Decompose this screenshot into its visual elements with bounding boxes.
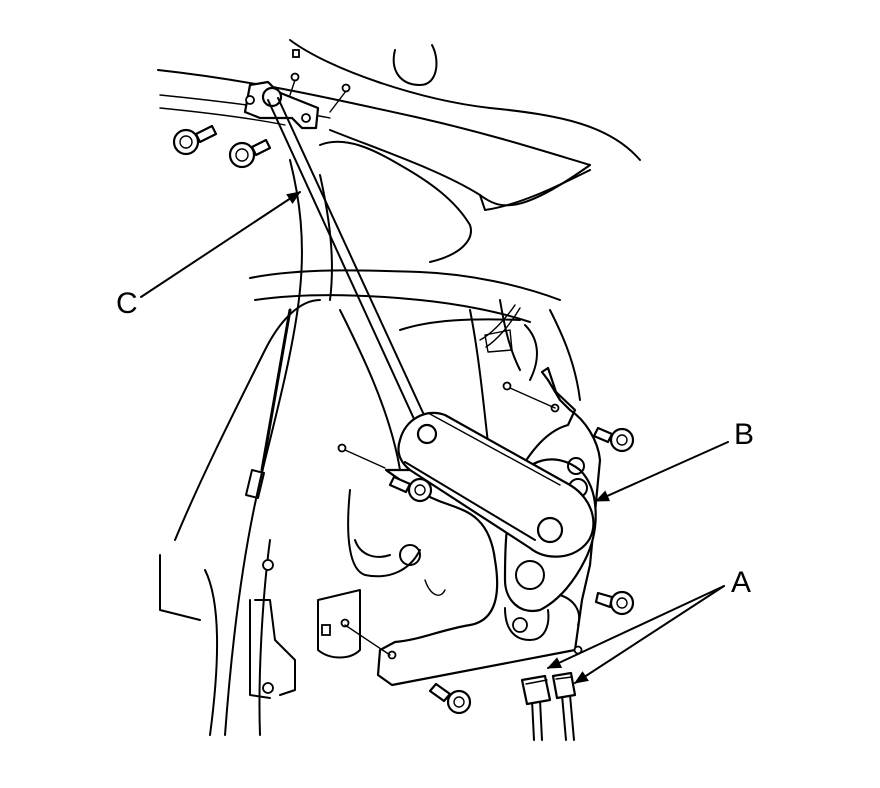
bolt-icon bbox=[172, 124, 218, 156]
callout-leaders bbox=[140, 191, 729, 684]
bolt-icon bbox=[388, 475, 433, 503]
callout-label-c: C bbox=[116, 287, 138, 320]
bolt-icon bbox=[592, 426, 635, 453]
callout-label-a: A bbox=[731, 566, 751, 599]
bolt-icon bbox=[228, 138, 272, 169]
electrical-connectors bbox=[520, 671, 577, 741]
bolt-icon bbox=[594, 590, 635, 616]
bolt-icon bbox=[428, 682, 472, 715]
vehicle-body-panels bbox=[157, 39, 641, 736]
upper-mounting-bracket bbox=[243, 49, 351, 130]
callout-label-b: B bbox=[734, 418, 754, 451]
tailgate-rod bbox=[267, 97, 431, 433]
actuator-arm bbox=[397, 411, 595, 558]
